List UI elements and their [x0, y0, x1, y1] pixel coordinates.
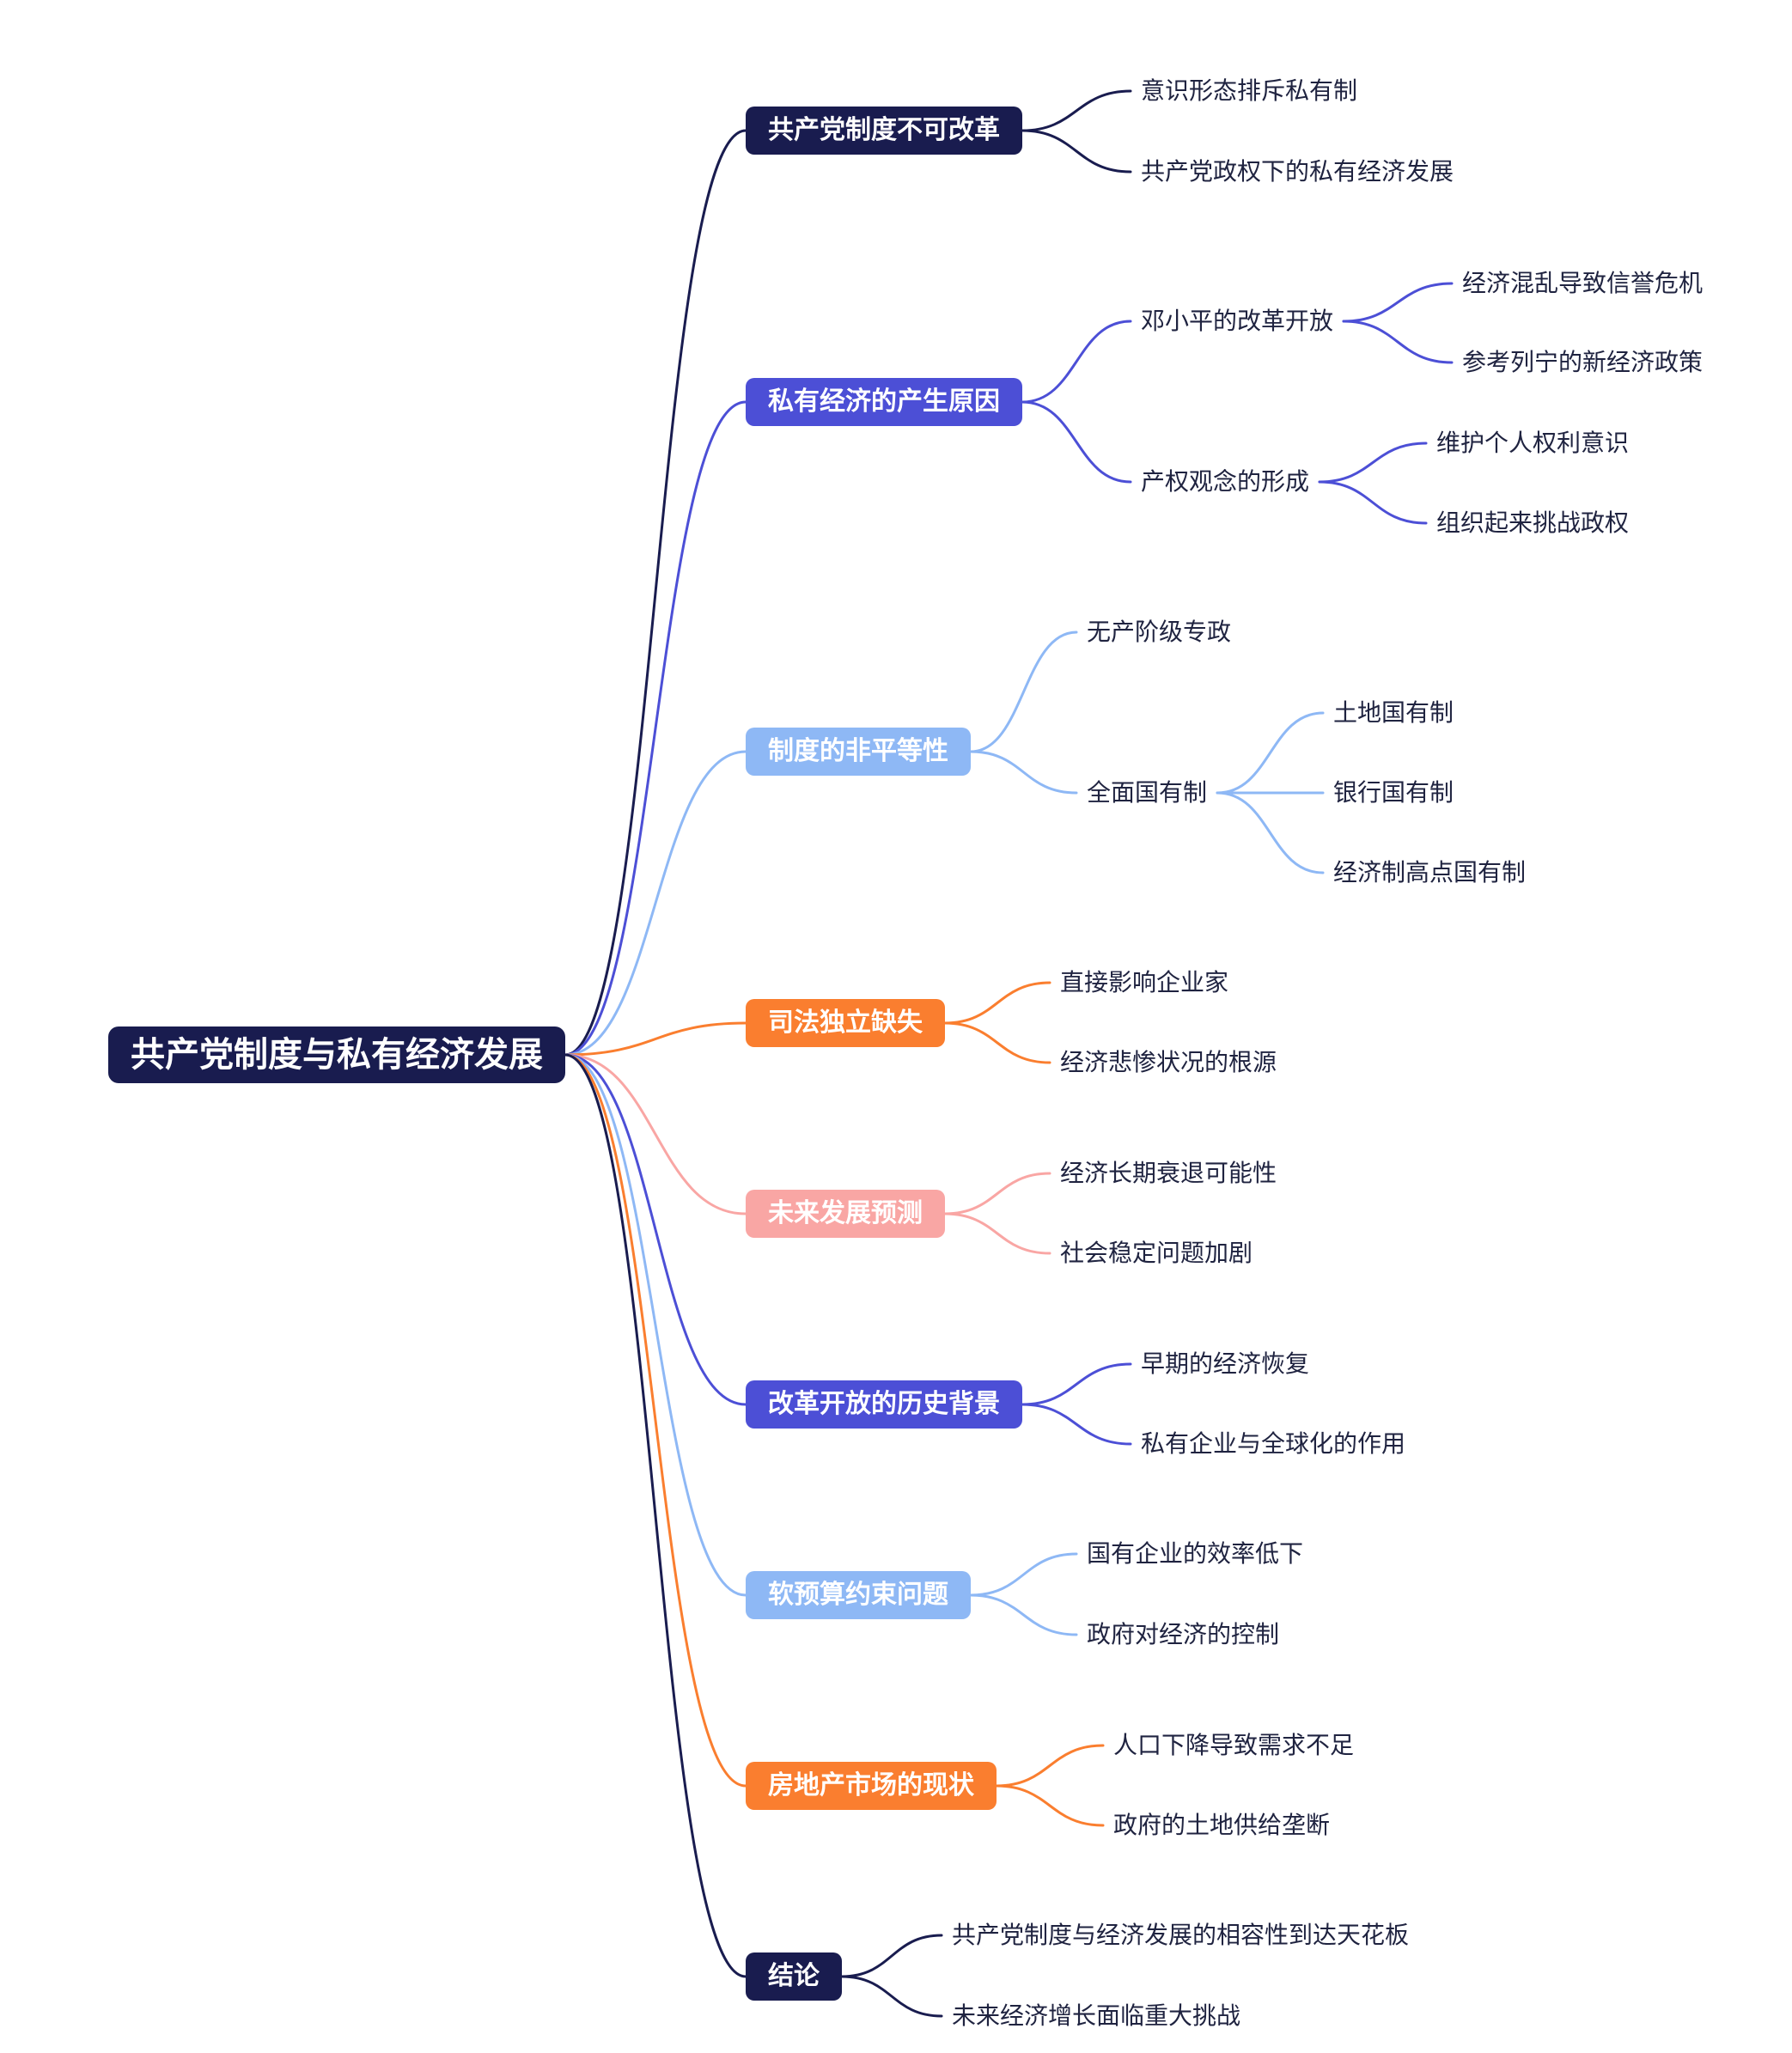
connector-line: [995, 1744, 1105, 1788]
connector-line: [564, 1053, 747, 1788]
leaf-topic[interactable]: 早期的经济恢复: [1141, 1349, 1310, 1378]
sub-topic[interactable]: 邓小平的改革开放: [1141, 307, 1334, 335]
connector-line: [995, 1784, 1105, 1827]
connector-line: [1021, 129, 1132, 174]
connector-line: [969, 750, 1078, 795]
connector-line: [1216, 711, 1325, 795]
branch-topic[interactable]: 制度的非平等性: [746, 728, 971, 776]
leaf-topic[interactable]: 人口下降导致需求不足: [1113, 1731, 1355, 1759]
leaf-topic[interactable]: 共产党政权下的私有经济发展: [1141, 157, 1454, 186]
leaf-topic[interactable]: 维护个人权利意识: [1436, 429, 1630, 457]
connector-line: [969, 631, 1078, 753]
connector-line: [943, 1021, 1051, 1064]
connector-line: [564, 400, 747, 1057]
connector-line: [969, 1593, 1078, 1636]
connector-line: [969, 1552, 1078, 1597]
connector-line: [1318, 480, 1428, 525]
leaf-topic[interactable]: 经济悲惨状况的根源: [1060, 1048, 1277, 1076]
connector-line: [1021, 89, 1132, 132]
leaf-topic[interactable]: 经济长期衰退可能性: [1060, 1159, 1277, 1187]
leaf-topic[interactable]: 社会稳定问题加剧: [1060, 1239, 1253, 1267]
connector-line: [564, 1053, 747, 1597]
branch-topic[interactable]: 改革开放的历史背景: [746, 1380, 1022, 1429]
connector-line: [943, 981, 1051, 1025]
leaf-topic[interactable]: 共产党制度与经济发展的相容性到达天花板: [952, 1921, 1410, 1949]
branch-topic[interactable]: 软预算约束问题: [746, 1571, 971, 1619]
connector-line: [1342, 320, 1454, 364]
branch-topic[interactable]: 未来发展预测: [746, 1190, 945, 1238]
connector-line: [564, 1053, 747, 1978]
connector-line: [1318, 442, 1428, 484]
leaf-topic[interactable]: 政府对经济的控制: [1087, 1620, 1280, 1648]
leaf-topic[interactable]: 政府的土地供给垄断: [1113, 1811, 1331, 1839]
leaf-topic[interactable]: 国有企业的效率低下: [1087, 1539, 1304, 1568]
leaf-topic[interactable]: 无产阶级专政: [1087, 618, 1232, 646]
connector-line: [1021, 320, 1132, 404]
connector-line: [564, 750, 747, 1057]
leaf-topic[interactable]: 经济制高点国有制: [1333, 858, 1527, 886]
leaf-topic[interactable]: 意识形态排斥私有制: [1141, 76, 1358, 105]
leaf-topic[interactable]: 未来经济增长面临重大挑战: [952, 2001, 1241, 2030]
root-topic[interactable]: 共产党制度与私有经济发展: [108, 1026, 565, 1083]
connector-line: [1342, 282, 1454, 323]
connector-line: [1021, 1362, 1132, 1406]
leaf-topic[interactable]: 土地国有制: [1333, 698, 1454, 727]
sub-topic[interactable]: 全面国有制: [1087, 778, 1208, 807]
connector-line: [943, 1212, 1051, 1255]
leaf-topic[interactable]: 直接影响企业家: [1060, 968, 1229, 996]
branch-topic[interactable]: 结论: [746, 1952, 842, 2001]
branch-topic[interactable]: 私有经济的产生原因: [746, 378, 1022, 426]
leaf-topic[interactable]: 银行国有制: [1333, 778, 1454, 807]
branch-topic[interactable]: 共产党制度不可改革: [746, 107, 1022, 155]
connector-line: [1216, 791, 1325, 874]
connector-line: [840, 1934, 943, 1978]
sub-topic[interactable]: 产权观念的形成: [1141, 467, 1310, 496]
leaf-topic[interactable]: 参考列宁的新经济政策: [1462, 348, 1704, 376]
connector-line: [1021, 1403, 1132, 1446]
connector-line: [564, 1053, 747, 1215]
leaf-topic[interactable]: 经济混乱导致信誉危机: [1462, 269, 1704, 297]
connector-line: [564, 129, 747, 1057]
connector-line: [564, 1021, 747, 1057]
connector-line: [840, 1975, 943, 2018]
connector-line: [564, 1053, 747, 1406]
connector-line: [943, 1172, 1051, 1215]
branch-topic[interactable]: 房地产市场的现状: [746, 1762, 997, 1810]
connector-line: [1021, 400, 1132, 484]
leaf-topic[interactable]: 私有企业与全球化的作用: [1141, 1429, 1406, 1458]
leaf-topic[interactable]: 组织起来挑战政权: [1436, 509, 1630, 537]
branch-topic[interactable]: 司法独立缺失: [746, 999, 945, 1047]
